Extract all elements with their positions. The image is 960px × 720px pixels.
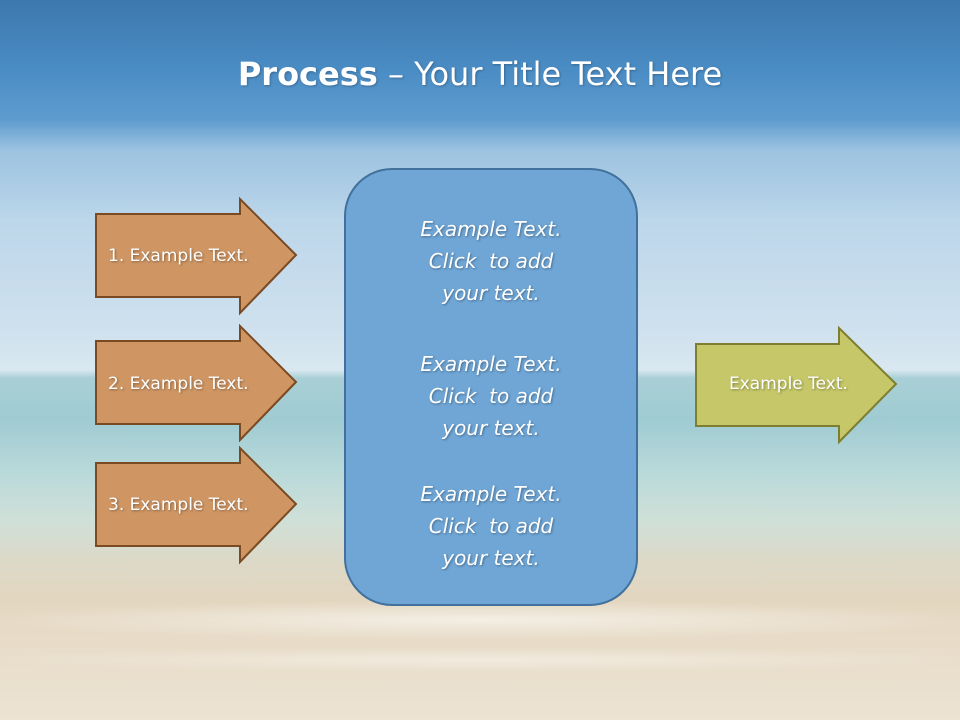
arrow-shape	[95, 445, 298, 565]
center-text-line: Example Text.	[420, 482, 562, 506]
output-arrow-label: Example Text.	[729, 374, 848, 394]
input-arrow-2-label: 2. Example Text.	[108, 374, 249, 394]
center-text-line: Example Text.	[420, 352, 562, 376]
arrow-shape	[695, 325, 898, 445]
center-text-block-2: Example Text. Click to add your text.	[344, 348, 638, 444]
input-arrow-3[interactable]	[95, 445, 300, 565]
center-text-line: Click to add	[428, 384, 554, 408]
center-process-box[interactable]	[344, 168, 638, 606]
input-arrow-1[interactable]	[95, 196, 300, 316]
arrow-shape	[95, 323, 298, 443]
title-rest: – Your Title Text Here	[377, 55, 723, 93]
center-text-line: your text.	[442, 416, 540, 440]
arrow-shape	[95, 196, 298, 316]
center-text-line: your text.	[442, 546, 540, 570]
center-text-block-1: Example Text. Click to add your text.	[344, 213, 638, 309]
center-text-line: Click to add	[428, 514, 554, 538]
center-text-line: your text.	[442, 281, 540, 305]
center-text-line: Click to add	[428, 249, 554, 273]
wave-foam	[0, 600, 960, 640]
title-bold: Process	[237, 55, 378, 93]
slide-title[interactable]: Process – Your Title Text Here	[0, 52, 960, 96]
center-text-line: Example Text.	[420, 217, 562, 241]
input-arrow-3-label: 3. Example Text.	[108, 495, 249, 515]
center-text-block-3: Example Text. Click to add your text.	[344, 478, 638, 574]
output-arrow[interactable]	[695, 325, 900, 445]
input-arrow-1-label: 1. Example Text.	[108, 246, 249, 266]
input-arrow-2[interactable]	[95, 323, 300, 443]
wave-foam	[0, 648, 960, 672]
